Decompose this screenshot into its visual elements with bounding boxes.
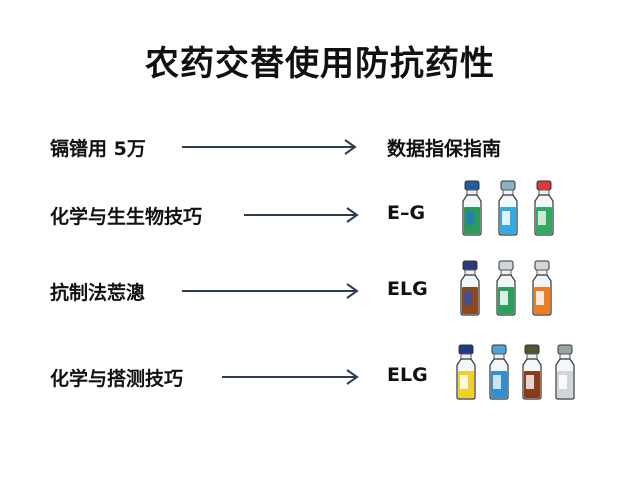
- bottle-icon: [489, 344, 509, 400]
- strategy-row-3: 化学与搭测技巧 ELG: [0, 344, 640, 404]
- bottle-icon: [462, 180, 482, 236]
- bottle-icon: [555, 344, 575, 400]
- bottle-icon: [456, 344, 476, 400]
- row-label: 抗制法莣漗: [50, 282, 146, 304]
- row-result: ELG: [387, 278, 428, 300]
- strategy-row-0: 镉镨用 5万 数据指保指南: [0, 118, 640, 178]
- page-title: 农药交替使用防抗药性: [145, 44, 495, 84]
- row-result: 数据指保指南: [387, 138, 502, 160]
- strategy-row-1: 化学与生生物技巧 E–G: [0, 180, 640, 244]
- bottle-group: [460, 180, 570, 238]
- arrow-right-icon: [182, 137, 360, 157]
- bottle-icon: [498, 180, 518, 236]
- bottle-icon: [522, 344, 542, 400]
- arrow-right-icon: [244, 205, 362, 225]
- bottle-icon: [532, 260, 552, 316]
- arrow-right-icon: [182, 281, 362, 301]
- strategy-row-2: 抗制法莣漗 ELG: [0, 260, 640, 324]
- row-label: 镉镨用 5万: [50, 138, 146, 160]
- bottle-icon: [534, 180, 554, 236]
- bottle-icon: [460, 260, 480, 316]
- row-label: 化学与生生物技巧: [50, 206, 203, 228]
- row-label: 化学与搭测技巧: [50, 368, 184, 390]
- bottle-icon: [496, 260, 516, 316]
- bottle-group: [458, 260, 568, 318]
- row-result: E–G: [387, 202, 426, 224]
- bottle-group: [454, 344, 584, 402]
- arrow-right-icon: [222, 367, 362, 387]
- row-result: ELG: [387, 364, 428, 386]
